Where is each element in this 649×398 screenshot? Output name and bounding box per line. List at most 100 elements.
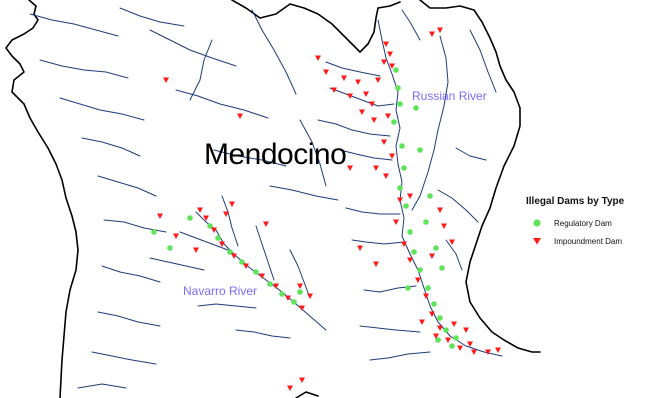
- dam-markers: [151, 27, 501, 391]
- river-network: [29, 7, 503, 389]
- regulatory-dam-marker: [279, 291, 285, 297]
- river-28: [103, 219, 167, 233]
- regulatory-dam-marker: [391, 119, 397, 125]
- legend: Illegal Dams by Type Regulatory Dam Impo…: [526, 196, 646, 250]
- impoundment-dam-marker: [231, 253, 237, 259]
- impoundment-dam-marker: [357, 245, 363, 251]
- impoundment-dam-marker: [347, 165, 353, 171]
- impoundment-dam-marker: [389, 63, 395, 69]
- river-23: [235, 329, 291, 339]
- regulatory-dam-marker: [207, 223, 213, 229]
- impoundment-dam-marker: [341, 75, 347, 81]
- impoundment-dam-marker: [297, 283, 303, 289]
- impoundment-dam-marker: [211, 227, 217, 233]
- regulatory-dam-marker: [435, 337, 441, 343]
- river-22: [197, 303, 257, 309]
- green-circle-icon: [533, 219, 541, 227]
- regulatory-dam-marker: [407, 229, 413, 235]
- river-35: [213, 149, 287, 167]
- river-33: [149, 29, 237, 67]
- river-27: [97, 175, 157, 197]
- impoundment-dam-marker: [323, 69, 329, 75]
- river-9: [369, 351, 431, 361]
- river-21: [289, 249, 311, 299]
- impoundment-dam-marker: [173, 233, 179, 239]
- legend-title: Illegal Dams by Type: [526, 196, 625, 207]
- impoundment-dam-marker: [373, 261, 379, 267]
- impoundment-dam-marker: [407, 193, 413, 199]
- regulatory-dam-marker: [167, 245, 173, 251]
- river-8: [359, 325, 421, 333]
- river-37: [299, 119, 327, 187]
- impoundment-dam-marker: [429, 253, 435, 259]
- impoundment-dam-marker: [197, 207, 203, 213]
- impoundment-dam-marker: [229, 201, 235, 207]
- river-19: [149, 257, 205, 271]
- regulatory-dam-marker: [397, 185, 403, 191]
- impoundment-dam-marker: [495, 347, 501, 353]
- impoundment-dam-marker: [389, 153, 395, 159]
- impoundment-dam-marker: [383, 173, 389, 179]
- impoundment-dam-marker: [485, 349, 491, 355]
- impoundment-dam-marker: [397, 197, 403, 203]
- impoundment-dam-marker: [219, 241, 225, 247]
- river-6: [351, 239, 405, 245]
- regulatory-dam-marker: [399, 143, 405, 149]
- river-5: [345, 207, 401, 215]
- river-31: [91, 351, 157, 365]
- navarro-river-label: Navarro River: [183, 284, 258, 298]
- regulatory-dam-marker: [417, 147, 423, 153]
- impoundment-dam-marker: [451, 321, 457, 327]
- river-17: [221, 195, 239, 247]
- impoundment-dam-marker: [415, 277, 421, 283]
- regulatory-dam-marker: [267, 281, 273, 287]
- impoundment-dam-marker: [441, 223, 447, 229]
- impoundment-dam-marker: [273, 283, 279, 289]
- impoundment-dam-marker: [355, 79, 361, 85]
- impoundment-dam-marker: [157, 213, 163, 219]
- impoundment-dam-marker: [433, 333, 439, 339]
- legend-item-impoundment: Impoundment Dam: [526, 232, 646, 250]
- county-boundary-0: [5, 0, 79, 398]
- regulatory-dam-marker: [413, 105, 419, 111]
- regulatory-dam-marker: [393, 67, 399, 73]
- river-26: [81, 137, 141, 157]
- river-39: [29, 13, 119, 37]
- regulatory-dam-marker: [449, 343, 455, 349]
- legend-item-regulatory: Regulatory Dam: [526, 214, 646, 232]
- impoundment-dam-marker: [193, 247, 199, 253]
- regulatory-dam-marker: [395, 85, 401, 91]
- impoundment-dam-marker: [457, 345, 463, 351]
- river-29: [101, 265, 161, 283]
- impoundment-dam-marker: [423, 293, 429, 299]
- river-13: [437, 189, 479, 223]
- county-label: Mendocino: [204, 138, 347, 171]
- impoundment-dam-marker: [243, 263, 249, 269]
- impoundment-dam-marker: [437, 27, 443, 33]
- impoundment-dam-marker: [315, 55, 321, 61]
- river-1: [329, 87, 395, 107]
- river-3: [325, 61, 381, 77]
- impoundment-dam-marker: [331, 87, 337, 93]
- impoundment-dam-marker: [285, 295, 291, 301]
- county-boundary-2: [419, 0, 541, 353]
- river-12: [455, 147, 487, 161]
- impoundment-dam-marker: [287, 385, 293, 391]
- impoundment-dam-marker: [449, 239, 455, 245]
- county-boundary-3: [295, 391, 319, 398]
- regulatory-dam-marker: [439, 265, 445, 271]
- impoundment-dam-marker: [307, 293, 313, 299]
- impoundment-dam-marker: [359, 109, 365, 115]
- regulatory-dam-marker: [291, 299, 297, 305]
- river-38: [269, 185, 339, 201]
- regulatory-dam-marker: [215, 235, 221, 241]
- river-32: [77, 383, 127, 389]
- impoundment-dam-marker: [163, 77, 169, 83]
- impoundment-dam-marker: [375, 77, 381, 83]
- river-15: [401, 9, 421, 41]
- regulatory-dam-marker: [297, 289, 303, 295]
- county-boundary-1: [231, 0, 401, 53]
- impoundment-dam-marker: [369, 101, 375, 107]
- impoundment-dam-marker: [407, 257, 413, 263]
